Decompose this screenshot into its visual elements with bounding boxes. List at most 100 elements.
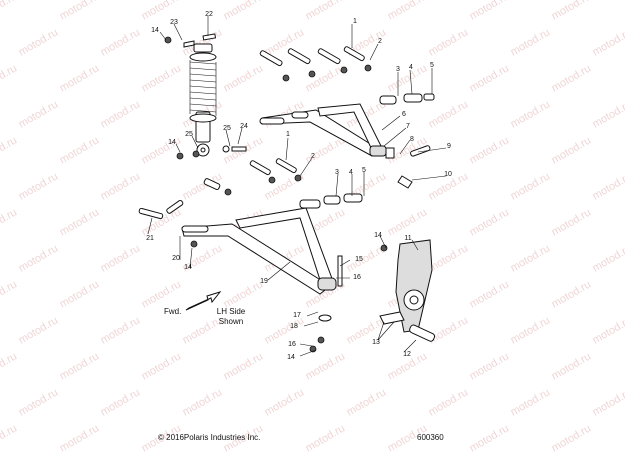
watermark-text: motod.ru	[0, 134, 19, 166]
watermark-text: motod.ru	[99, 170, 143, 202]
callout-1: 1	[353, 18, 357, 25]
side-note-line2: Shown	[219, 317, 243, 326]
watermark-text: motod.ru	[58, 62, 102, 94]
watermark-text: motod.ru	[0, 0, 19, 23]
watermark-text: motod.ru	[509, 386, 553, 418]
watermark-text: motod.ru	[0, 62, 19, 94]
callout-14e: 14	[287, 354, 295, 361]
callout-5b: 5	[362, 167, 366, 174]
knuckle	[379, 239, 436, 342]
watermark-text: motod.ru	[99, 26, 143, 58]
callout-12: 12	[403, 351, 411, 358]
callout-11: 11	[404, 235, 411, 242]
watermark-text: motod.ru	[386, 62, 430, 94]
watermark-text: motod.ru	[550, 278, 594, 310]
watermark-text: motod.ru	[17, 98, 61, 130]
watermark-text: motod.ru	[550, 134, 594, 166]
watermark-text: motod.ru	[222, 278, 266, 310]
watermark-text: motod.ru	[509, 242, 553, 274]
watermark-text: motod.ru	[509, 26, 553, 58]
watermark-text: motod.ru	[468, 422, 512, 454]
watermark-text: motod.ru	[304, 0, 348, 23]
watermark-text: motod.ru	[468, 62, 512, 94]
watermark-text: motod.ru	[509, 170, 553, 202]
watermark-text: motod.ru	[509, 314, 553, 346]
watermark-text: motod.ru	[99, 314, 143, 346]
hardware-bolts	[138, 33, 388, 353]
watermark-text: motod.ru	[140, 62, 184, 94]
watermark-text: motod.ru	[304, 62, 348, 94]
callout-16b: 16	[288, 341, 296, 348]
callout-4b: 4	[349, 169, 353, 176]
callout-22: 22	[205, 11, 213, 18]
callout-24: 24	[240, 123, 248, 130]
watermark-text: motod.ru	[222, 62, 266, 94]
watermark-text: motod.ru	[263, 386, 307, 418]
watermark-text: motod.ru	[17, 170, 61, 202]
callout-19: 19	[260, 278, 268, 285]
watermark-text: motod.ru	[427, 314, 471, 346]
lower-a-arm	[181, 193, 363, 322]
watermark-text: motod.ru	[58, 134, 102, 166]
watermark-text: motod.ru	[550, 0, 594, 23]
watermark-text: motod.ru	[181, 386, 225, 418]
watermark-text: motod.ru	[263, 314, 307, 346]
callout-25a: 25	[185, 131, 193, 138]
callout-17: 17	[293, 312, 301, 319]
forward-direction-arrow	[185, 291, 222, 311]
watermark-text: motod.ru	[58, 350, 102, 382]
watermark-text: motod.ru	[591, 170, 625, 202]
callout-25b: 25	[223, 125, 231, 132]
callout-14b: 14	[168, 139, 176, 146]
watermark-text: motod.ru	[99, 386, 143, 418]
watermark-text: motod.ru	[468, 0, 512, 23]
watermark-text: motod.ru	[0, 422, 19, 454]
callout-5: 5	[430, 62, 434, 69]
callout-labels: 1 2 3 4 5 6 7 8 9 10 1 2 3 4 5 11 12 13 …	[146, 11, 452, 361]
watermark-text: motod.ru	[468, 350, 512, 382]
callout-7: 7	[406, 123, 410, 130]
upper-a-arm	[259, 93, 435, 157]
callout-20: 20	[172, 255, 180, 262]
callout-16a: 16	[353, 274, 361, 281]
watermark-text: motod.ru	[427, 26, 471, 58]
watermark-text: motod.ru	[222, 350, 266, 382]
callout-14c: 14	[184, 264, 192, 271]
callout-2: 2	[378, 38, 382, 45]
callout-23: 23	[170, 19, 178, 26]
callout-3b: 3	[335, 169, 339, 176]
watermark-text: motod.ru	[304, 350, 348, 382]
watermark-text: motod.ru	[591, 242, 625, 274]
callout-9: 9	[447, 143, 451, 150]
direction-label: Fwd.	[164, 307, 181, 316]
diagram-number: 600360	[417, 433, 444, 442]
watermark-text: motod.ru	[99, 98, 143, 130]
callout-10: 10	[444, 171, 452, 178]
watermark-text: motod.ru	[140, 134, 184, 166]
watermark-text: motod.ru	[0, 350, 19, 382]
callout-4: 4	[409, 64, 413, 71]
watermark-text: motod.ru	[509, 98, 553, 130]
watermark-text: motod.ru	[58, 278, 102, 310]
watermark-text: motod.ru	[0, 206, 19, 238]
watermark-text: motod.ru	[17, 26, 61, 58]
watermark-text: motod.ru	[17, 386, 61, 418]
callout-13: 13	[372, 339, 380, 346]
watermark-text: motod.ru	[591, 98, 625, 130]
watermark-text: motod.ru	[140, 350, 184, 382]
watermark-text: motod.ru	[222, 0, 266, 23]
watermark-text: motod.ru	[550, 350, 594, 382]
watermark-text: motod.ru	[140, 278, 184, 310]
copyright-text: © 2016Polaris Industries Inc.	[158, 433, 260, 442]
watermark-text: motod.ru	[181, 314, 225, 346]
leader-lines	[147, 16, 447, 357]
callout-2b: 2	[311, 153, 315, 160]
watermark-text: motod.ru	[550, 62, 594, 94]
watermark-text: motod.ru	[468, 206, 512, 238]
watermark-text: motod.ru	[468, 134, 512, 166]
watermark-text: motod.ru	[99, 242, 143, 274]
watermark-text: motod.ru	[591, 26, 625, 58]
callout-14d: 14	[374, 232, 382, 239]
watermark-text: motod.ru	[17, 314, 61, 346]
